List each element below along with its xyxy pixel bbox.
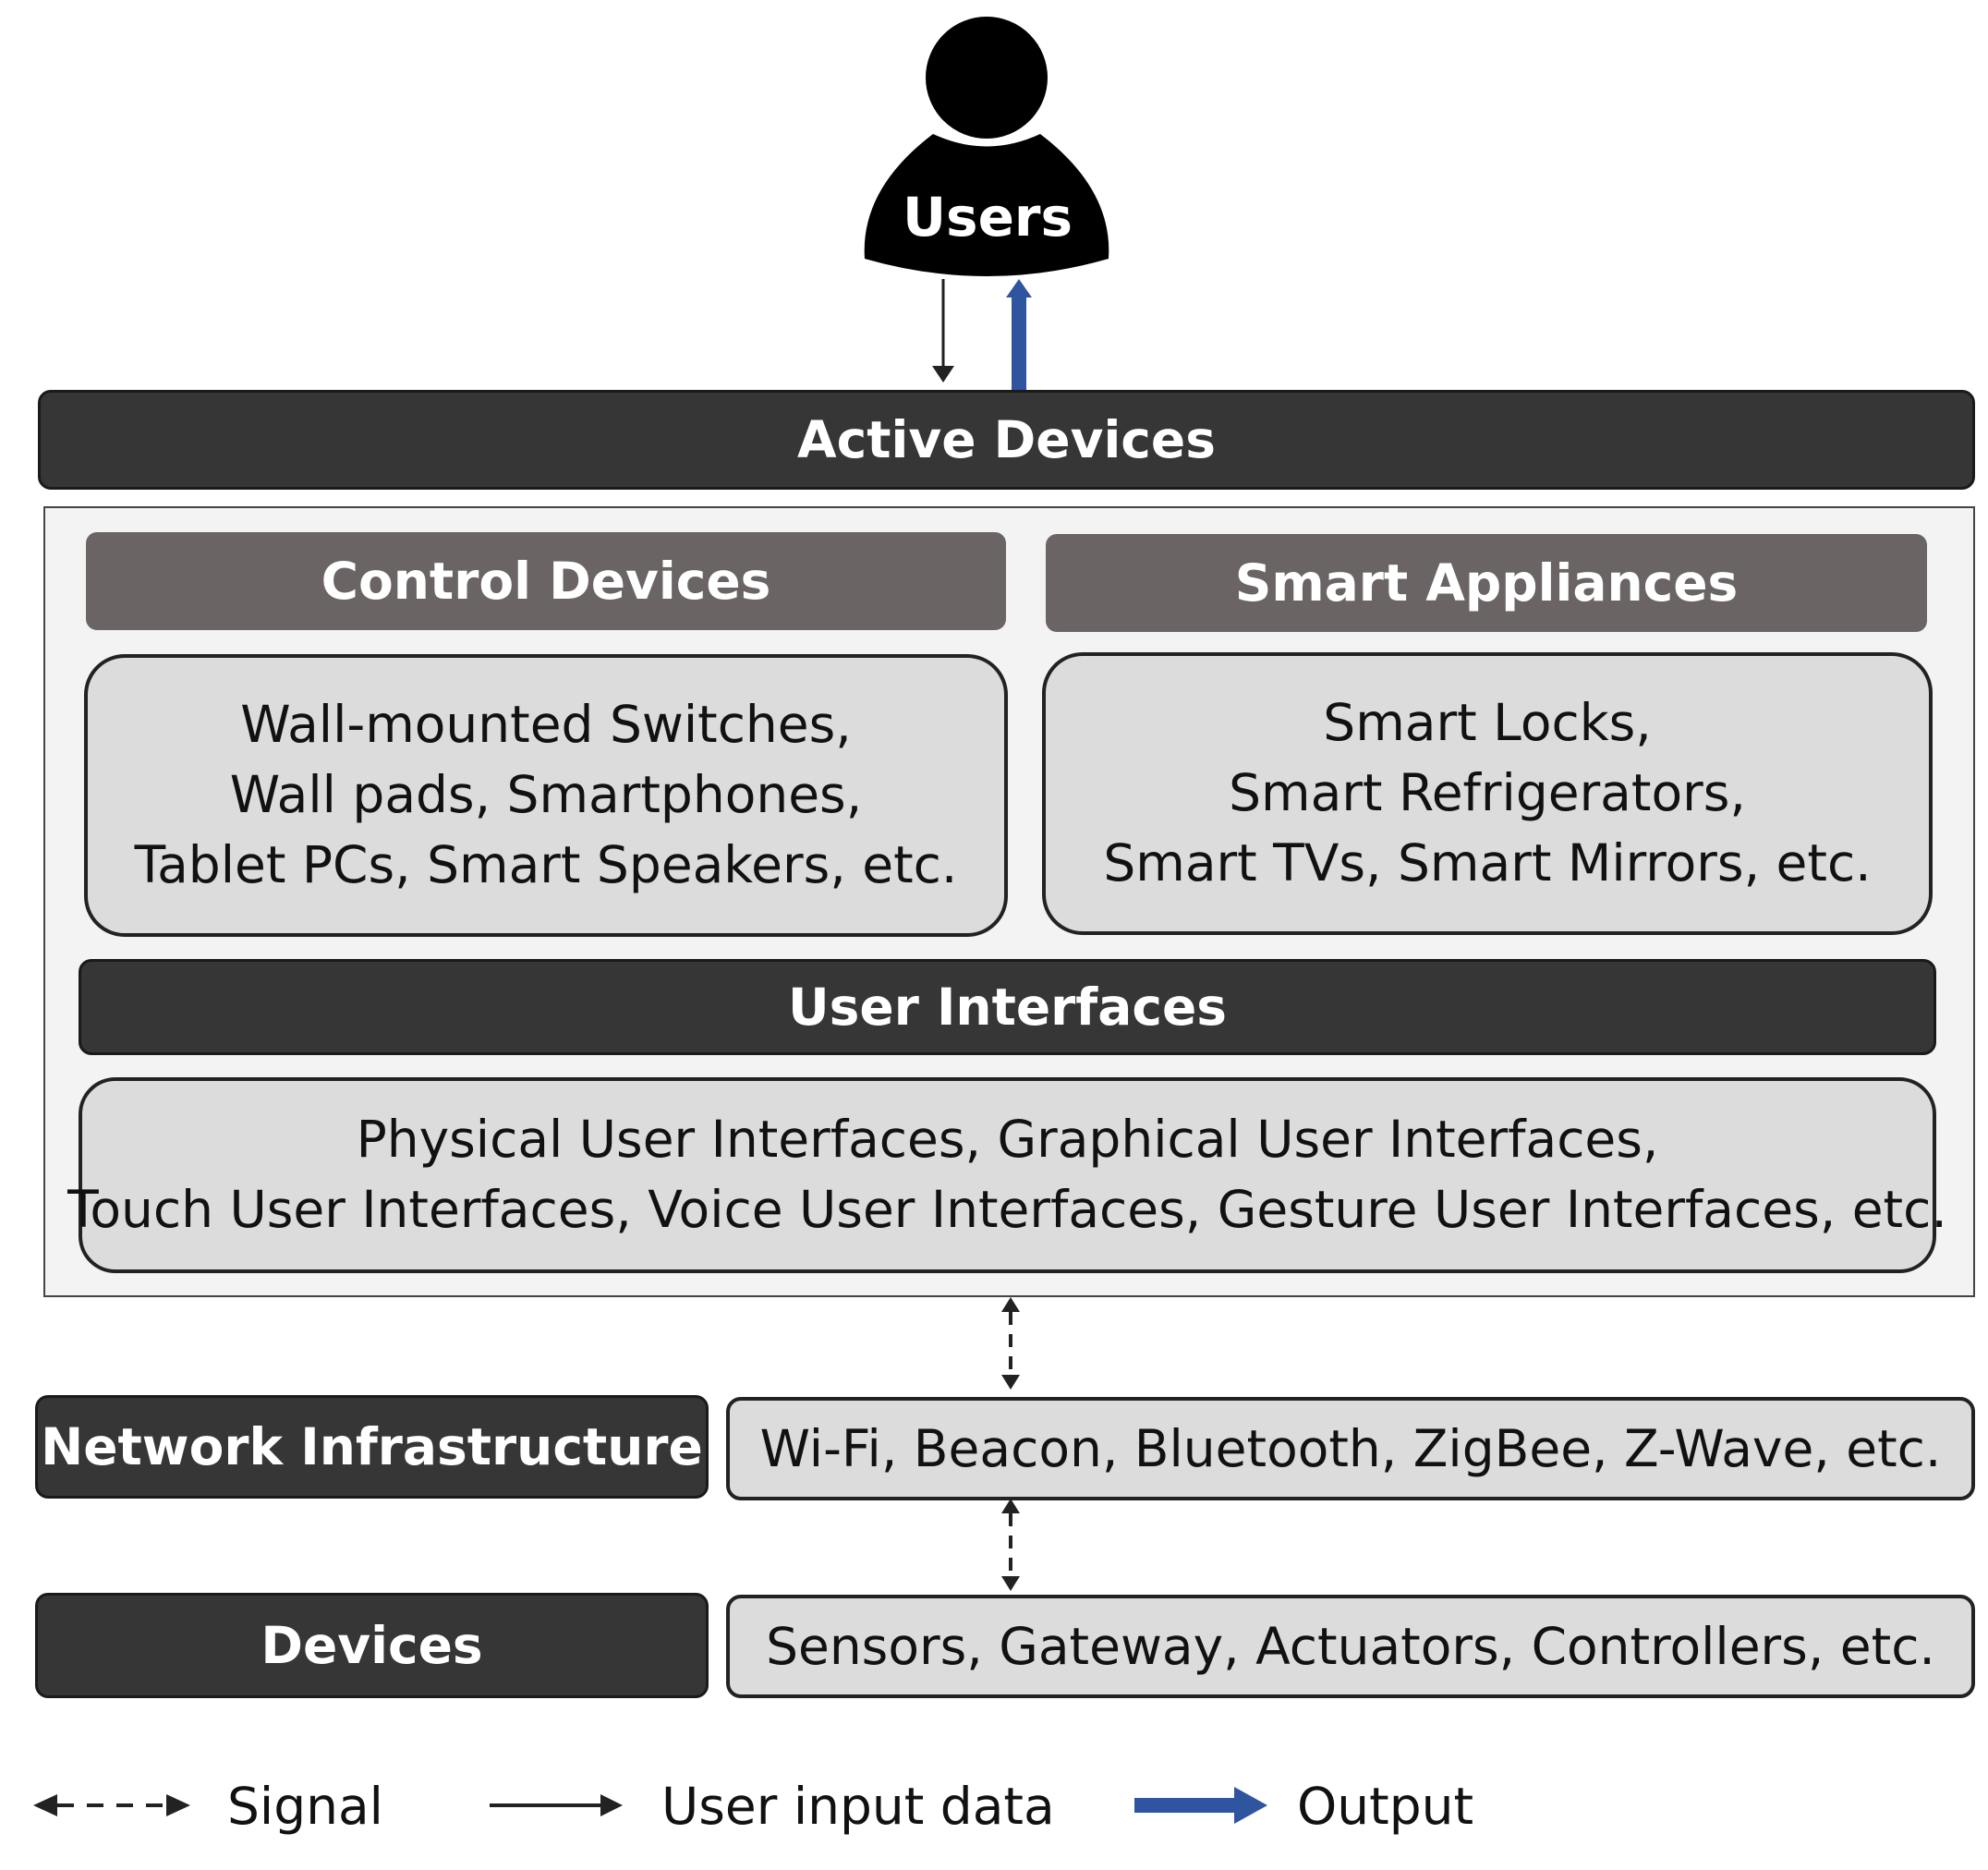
smart-appliances-item: Smart Locks, xyxy=(1323,693,1652,753)
legend-output-label: Output xyxy=(1297,1777,1474,1836)
control-devices-item: Wall-mounted Switches, xyxy=(240,695,852,755)
smart-appliances-header: Smart Appliances xyxy=(1046,534,1927,632)
user-interfaces-item: Physical User Interfaces, Graphical User… xyxy=(356,1110,1659,1170)
control-devices-box: Wall-mounted Switches, Wall pads, Smartp… xyxy=(84,654,1008,937)
legend-signal-label: Signal xyxy=(227,1777,383,1836)
smart-appliances-item: Smart TVs, Smart Mirrors, etc. xyxy=(1103,832,1872,892)
user-interfaces-bar: User Interfaces xyxy=(79,959,1936,1055)
active-devices-bar: Active Devices xyxy=(38,390,1975,490)
users-label: Users xyxy=(902,186,1073,249)
legend-signal-icon xyxy=(33,1794,190,1816)
smart-appliances-box: Smart Locks, Smart Refrigerators, Smart … xyxy=(1042,652,1933,935)
user-interfaces-box: Physical User Interfaces, Graphical User… xyxy=(67,1077,1947,1273)
control-devices-header: Control Devices xyxy=(86,532,1006,630)
legend-user-input-label: User input data xyxy=(661,1777,1055,1836)
signal-arrow-upper xyxy=(1001,1297,1020,1390)
control-devices-item: Tablet PCs, Smart Speakers, etc. xyxy=(134,834,958,894)
control-devices-item: Wall pads, Smartphones, xyxy=(229,765,863,825)
devices-box: Sensors, Gateway, Actuators, Controllers… xyxy=(726,1595,1975,1698)
user-input-arrow xyxy=(932,279,954,382)
user-figure-icon xyxy=(864,13,1109,276)
signal-arrow-lower xyxy=(1001,1499,1020,1591)
network-infrastructure-label: Network Infrastructure xyxy=(35,1395,709,1499)
user-interfaces-item: Touch User Interfaces, Voice User Interf… xyxy=(67,1180,1947,1239)
smart-appliances-item: Smart Refrigerators, xyxy=(1229,763,1746,823)
network-infrastructure-box: Wi-Fi, Beacon, Bluetooth, ZigBee, Z-Wave… xyxy=(726,1397,1975,1500)
devices-label: Devices xyxy=(35,1593,709,1698)
legend-user-input-icon xyxy=(490,1794,623,1816)
legend-output-icon xyxy=(1134,1787,1267,1824)
output-arrow xyxy=(1006,279,1032,390)
